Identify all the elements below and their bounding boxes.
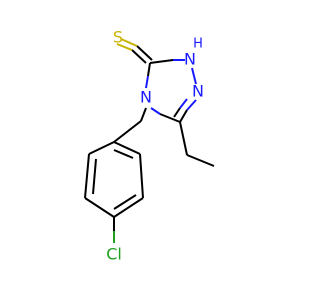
- benzyl-bonds: [113, 107, 147, 143]
- nitrogen-nh-atom-label: N: [184, 50, 196, 69]
- triazole-ring-bonds: [145, 59, 197, 123]
- molecule-structure: S N H N N Cl: [84, 28, 215, 264]
- bond-c-s: [116, 38, 153, 64]
- nitrogen-ring-left-atom-label: N: [140, 88, 152, 107]
- benzene-ring-bonds: [84, 141, 144, 218]
- sulfur-atom-label: S: [113, 28, 123, 47]
- chlorine-atom-label: Cl: [106, 245, 122, 264]
- ethyl-bonds: [179, 121, 215, 167]
- hydrogen-nh-atom-label: H: [193, 37, 203, 52]
- nitrogen-ring-right-atom-label: N: [192, 82, 204, 101]
